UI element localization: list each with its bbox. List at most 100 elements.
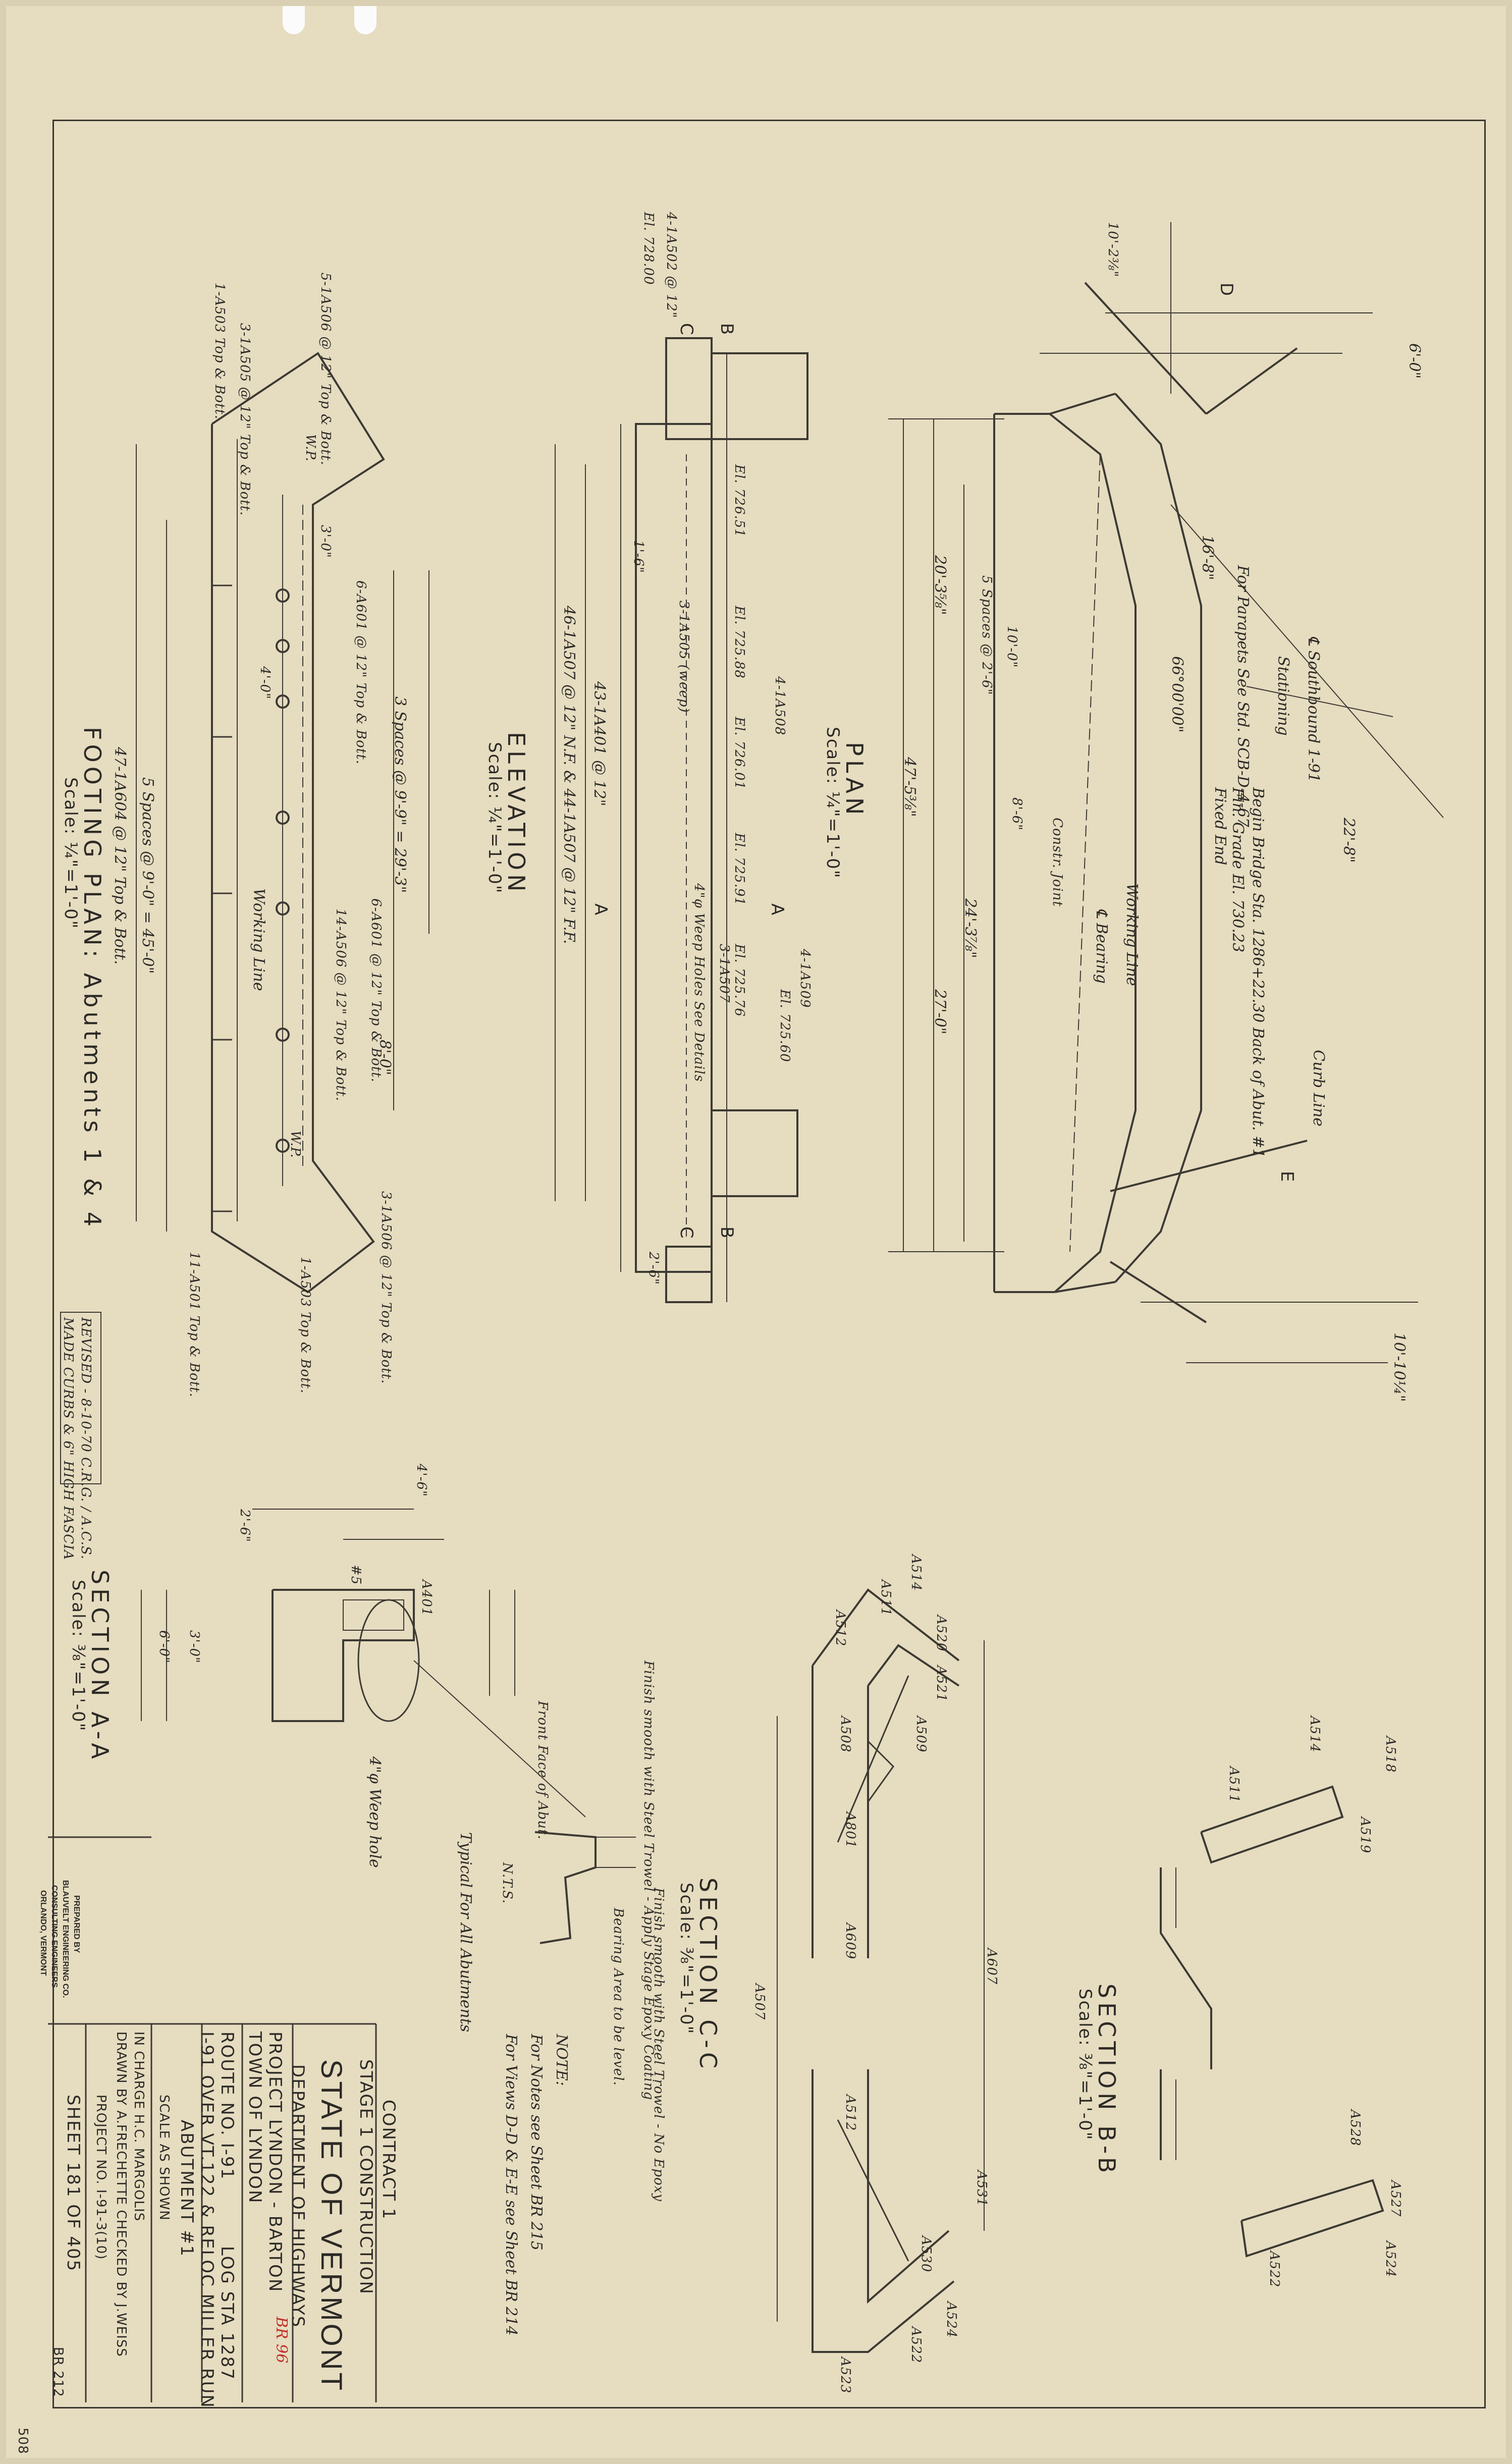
section-cc-bar: A520 bbox=[934, 1615, 949, 1652]
elevation-weep-note: 4"φ Weep Holes See Details bbox=[691, 883, 707, 1082]
plan-grade-note: Fin. Grade El. 730.23 bbox=[1229, 787, 1247, 953]
title-log-sta: LOG STA 1287 bbox=[217, 2246, 237, 2380]
plan-dim: 10'-10¼" bbox=[1390, 1332, 1408, 1402]
title-sheet-code: BR 212 bbox=[50, 2347, 66, 2397]
section-bb-bar: A519 bbox=[1358, 1817, 1373, 1854]
detail-finish-2: Finish smooth with Steel Trowel - No Epo… bbox=[651, 1888, 666, 2202]
punch-hole bbox=[283, 6, 305, 34]
elevation-el: El. 726.51 bbox=[732, 464, 747, 538]
section-cc-bar: A508 bbox=[838, 1716, 853, 1753]
footing-wp-label: W.P. bbox=[288, 1131, 303, 1158]
elevation-bar-label: 4-1A502 @ 12" bbox=[664, 212, 679, 318]
elevation-title: ELEVATION bbox=[503, 732, 530, 896]
section-bb-bar: A511 bbox=[1226, 1766, 1241, 1803]
title-sheet: SHEET 181 OF 405 bbox=[63, 2095, 83, 2272]
footing-bar-label: 11-A501 Top & Bott. bbox=[187, 1252, 202, 1398]
sheet-border bbox=[52, 120, 1486, 2408]
section-cc-bar: A523 bbox=[838, 2357, 853, 2394]
plan-dim: 24'-3⅞" bbox=[961, 898, 979, 958]
corner-number: 508 bbox=[15, 2428, 30, 2454]
revision-line: REVISED - 8-10-70 C.R.G. / A.C.S. bbox=[78, 1317, 93, 1560]
section-aa-label: 6'-0" bbox=[156, 1630, 172, 1664]
elevation-section-a-marker: A bbox=[767, 903, 787, 917]
plan-southbound-label: ℄ Southbound 1-91 bbox=[1305, 636, 1322, 783]
section-bb-bar: A522 bbox=[1267, 2251, 1282, 2288]
plan-dim: 27'-0" bbox=[931, 989, 949, 1035]
title-town: TOWN OF LYNDON bbox=[245, 2031, 265, 2204]
title-project-no: PROJECT NO. I-91-3(10) bbox=[93, 2095, 109, 2260]
elevation-bar-label: 4-1A508 bbox=[772, 676, 787, 736]
footing-bar-label: 1-A503 Top & Bott. bbox=[298, 1257, 313, 1394]
section-cc-bar: A801 bbox=[843, 1812, 858, 1849]
plan-constr-joint-label: Constr. Joint bbox=[1050, 818, 1065, 907]
stamp-line: PREPARED BY bbox=[72, 1895, 81, 1953]
plan-dimension-lines bbox=[888, 222, 1444, 1363]
section-aa-outline bbox=[141, 1509, 586, 1817]
plan-section-e-marker: E bbox=[1277, 1171, 1297, 1183]
footing-scale: Scale: ¼"=1'-0" bbox=[61, 777, 81, 930]
elevation-dim: 2'-6" bbox=[646, 1252, 661, 1285]
plan-stationing-label: Stationing bbox=[1274, 656, 1292, 736]
section-bb-title: SECTION B-B bbox=[1093, 1984, 1120, 2177]
footing-bar-label: 5-1A506 @ 12" Top & Bott. bbox=[318, 273, 333, 466]
footing-bar-label: 6-A601 @ 12" Top & Bott. bbox=[353, 580, 368, 765]
elevation-el-top: El. 728.00 bbox=[641, 212, 656, 285]
plan-dim: 16'-8" bbox=[1199, 535, 1216, 580]
section-aa-label: 4'-6" bbox=[414, 1464, 429, 1497]
title-dept: DEPARTMENT OF HIGHWAYS bbox=[288, 2064, 308, 2328]
note-line: For Notes see Sheet BR 215 bbox=[527, 2034, 545, 2251]
drawing-sheet bbox=[6, 6, 1506, 2458]
plan-begin-bridge-note: Begin Bridge Sta. 1286+22.30 Back of Abu… bbox=[1249, 787, 1267, 1158]
elevation-el: El. 725.88 bbox=[732, 606, 747, 679]
detail-front-face: Front Face of Abut. bbox=[535, 1701, 550, 1840]
elevation-section-a-marker: A bbox=[590, 903, 611, 917]
plan-bearing-label: ℄ Bearing bbox=[1093, 908, 1110, 984]
section-aa-label: A401 bbox=[419, 1580, 434, 1617]
elevation-section-c-marker: C bbox=[676, 323, 696, 336]
section-cc-bar: A514 bbox=[908, 1555, 924, 1591]
plan-angle-label: 66°00'00" bbox=[1168, 656, 1186, 733]
plan-scale: Scale: ¼"=1'-0" bbox=[823, 727, 843, 879]
footing-dim: 8'-0" bbox=[376, 1040, 394, 1076]
title-over: I-91 OVER VT.122 & RELOC MILLER RUN bbox=[197, 2031, 217, 2408]
plan-dim: 10'-0" bbox=[1004, 626, 1019, 668]
plan-dim: 8'-6" bbox=[1009, 797, 1024, 831]
plan-curb-line-label: Curb Line bbox=[1310, 1050, 1327, 1127]
plan-title: PLAN bbox=[841, 742, 868, 819]
elevation-section-b-marker: B bbox=[717, 323, 737, 336]
footing-bar-label: 3-1A505 @ 12" Top & Bott. bbox=[237, 323, 252, 516]
elevation-section-b-marker: B bbox=[717, 1226, 737, 1240]
note-heading: NOTE: bbox=[553, 2034, 570, 2086]
plan-section-d-marker: D bbox=[1216, 283, 1236, 297]
footing-dim: 3'-0" bbox=[318, 525, 333, 558]
section-cc-bar: A509 bbox=[913, 1716, 929, 1753]
title-route: ROUTE NO. I-91 bbox=[217, 2031, 237, 2180]
title-state: STATE OF VERMONT bbox=[315, 2059, 348, 2393]
revision-line: MADE CURBS & 6" HIGH FASCIA bbox=[61, 1317, 76, 1561]
punch-hole bbox=[354, 6, 376, 34]
detail-nts: N.T.S. bbox=[500, 1862, 515, 1904]
elevation-scale: Scale: ¼"=1'-0" bbox=[484, 742, 505, 894]
section-cc-title: SECTION C-C bbox=[694, 1878, 722, 2073]
plan-dim: 20'-3⅝" bbox=[931, 555, 949, 615]
section-aa-title: SECTION A-A bbox=[86, 1570, 114, 1763]
plan-dim-overall: 47'-5⅜" bbox=[901, 757, 919, 817]
elevation-section-c-marker: C bbox=[676, 1226, 696, 1240]
section-bb-bar: A518 bbox=[1383, 1736, 1398, 1773]
section-cc-bar: A522 bbox=[908, 2327, 924, 2364]
section-cc-bar: A512 bbox=[833, 1610, 848, 1647]
elevation-bar-label: 3-1A507 bbox=[717, 944, 732, 1003]
title-abutment: ABUTMENT #1 bbox=[177, 2120, 197, 2258]
plan-outline bbox=[993, 282, 1308, 1323]
title-project: PROJECT LYNDON - BARTON bbox=[265, 2031, 285, 2293]
elevation-bar-label: 43-1A401 @ 12" bbox=[590, 681, 608, 807]
elevation-bar-label: 3-1A505 (weep) bbox=[676, 601, 691, 713]
footing-wp-label: W.P. bbox=[303, 434, 318, 462]
stage-label: STAGE 1 CONSTRUCTION bbox=[356, 2059, 376, 2295]
section-bb-scale: Scale: ⅜"=1'-0" bbox=[1075, 1989, 1095, 2141]
footing-outline bbox=[136, 352, 429, 1294]
section-cc-bar: A511 bbox=[878, 1580, 893, 1617]
section-cc-outline bbox=[777, 1588, 985, 2353]
plan-fixed-end-note: Fixed End bbox=[1211, 787, 1229, 866]
